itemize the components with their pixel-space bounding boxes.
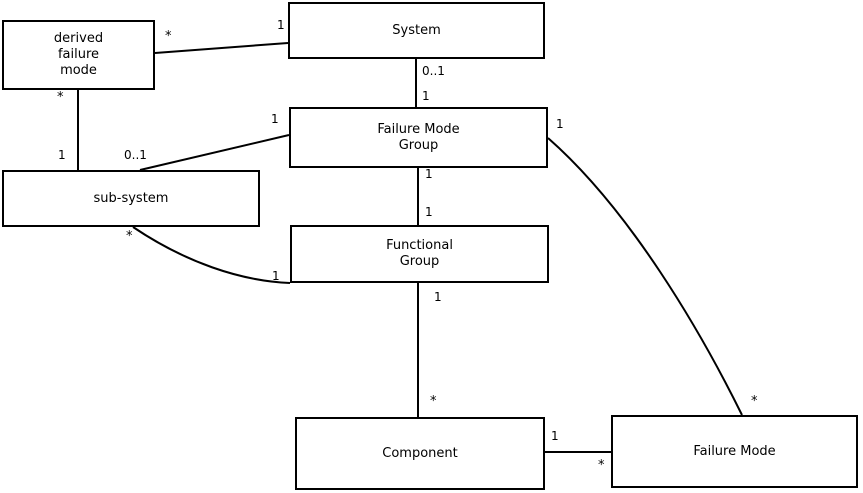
multiplicity-label: * [430,394,437,409]
class-name-label: derived failure mode [53,31,104,78]
multiplicity-label: 0..1 [124,148,147,162]
multiplicity-label: 1 [434,290,442,304]
multiplicity-label: * [165,29,172,44]
multiplicity-label: 1 [272,269,280,283]
association-line [139,134,290,171]
multiplicity-label: * [126,229,133,244]
multiplicity-label: 0..1 [422,64,445,78]
class-box-failure-mode[interactable]: Failure Mode [611,415,858,488]
multiplicity-label: 1 [422,89,430,103]
multiplicity-label: 1 [425,167,433,181]
class-box-derived-failure-mode[interactable]: derived failure mode [2,20,155,90]
association-line [547,137,743,416]
class-name-label: Functional Group [386,238,453,269]
multiplicity-label: * [598,458,605,473]
class-name-label: Failure Mode [693,443,776,459]
class-box-component[interactable]: Component [295,417,545,490]
class-box-sub-system[interactable]: sub-system [2,170,260,227]
multiplicity-label: 1 [425,205,433,219]
multiplicity-label: 1 [271,112,279,126]
class-box-functional-group[interactable]: Functional Group [290,225,549,283]
class-name-label: Component [382,445,458,461]
multiplicity-label: 1 [551,429,559,443]
class-box-system[interactable]: System [288,2,545,59]
multiplicity-label: * [57,90,64,105]
multiplicity-label: 1 [556,117,564,131]
class-name-label: sub-system [93,190,169,206]
multiplicity-label: 1 [58,148,66,162]
association-line [132,226,291,284]
class-box-failure-mode-group[interactable]: Failure Mode Group [289,107,548,168]
multiplicity-label: * [751,394,758,409]
association-line [154,42,289,54]
class-name-label: Failure Mode Group [377,121,460,153]
multiplicity-label: 1 [277,18,285,32]
class-name-label: System [392,22,441,38]
